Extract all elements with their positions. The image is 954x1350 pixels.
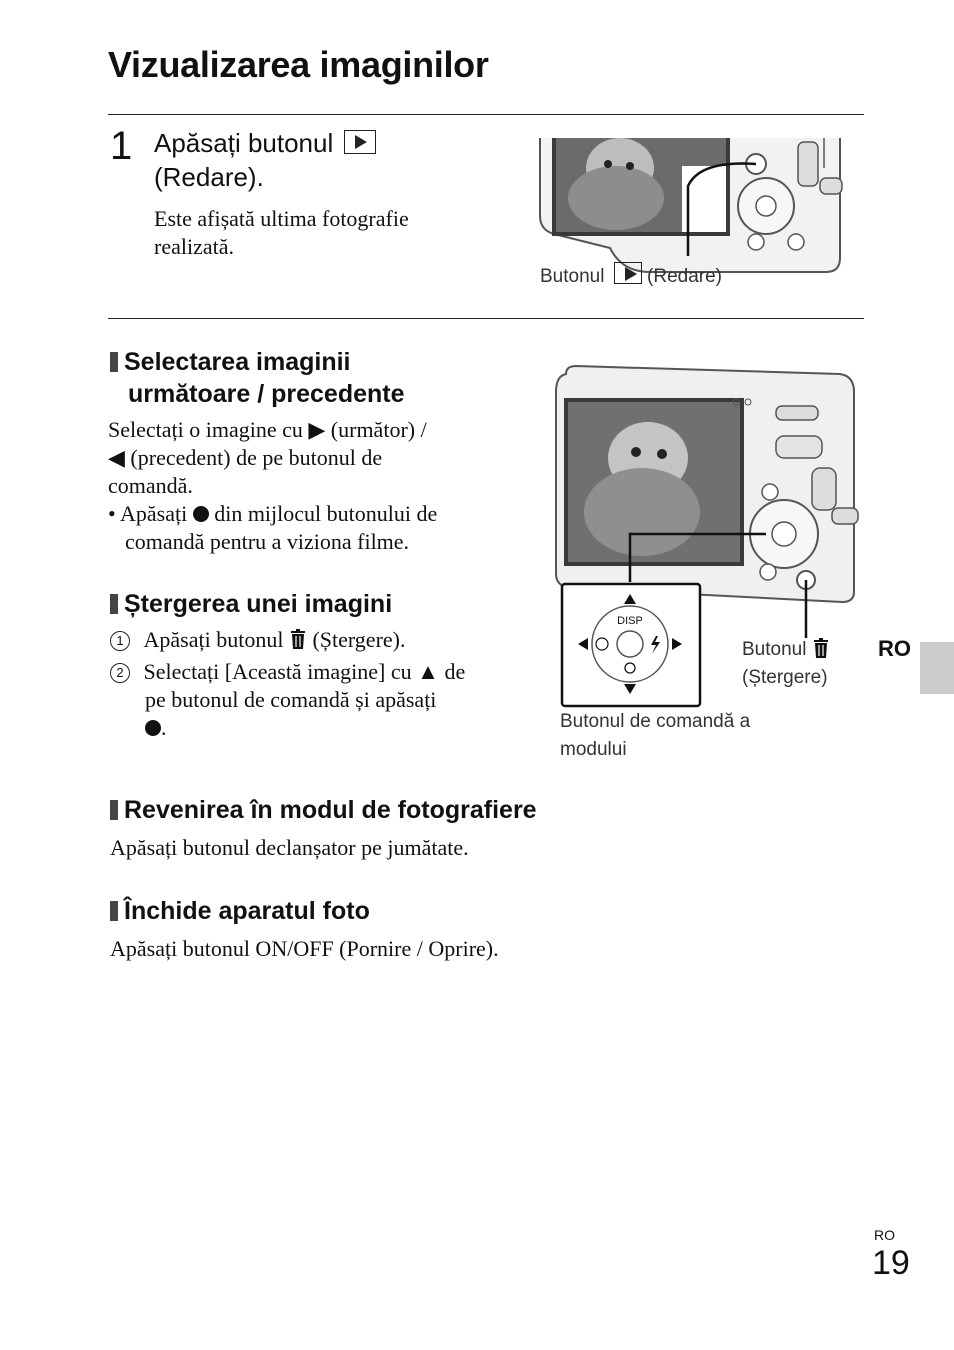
- right-arrow-icon: ▶: [308, 417, 326, 442]
- delete-item2b: de: [444, 659, 466, 684]
- language-tab-label: RO: [878, 636, 911, 661]
- return-heading: Revenirea în modul de fotografiere: [124, 796, 537, 824]
- section-marker-icon: [110, 594, 118, 614]
- section-select-body: Selectați o imagine cu ▶ (următor) / ◀ (…: [108, 416, 528, 556]
- playback-caption-left: Butonul: [540, 266, 605, 287]
- step-description: Este afișată ultima fotografie realizată…: [154, 205, 409, 261]
- step-desc-line1: Este afișată ultima fotografie: [154, 206, 409, 231]
- step-circle: 1: [110, 631, 130, 651]
- select-line1a: Selectați o imagine cu: [108, 417, 303, 442]
- select-line3: comandă.: [108, 473, 193, 498]
- select-bullet-a: • Apăsați: [108, 501, 188, 526]
- language-tab: [920, 642, 954, 694]
- divider-top: [108, 114, 864, 115]
- step-heading-text: Apăsați butonul: [154, 128, 334, 158]
- close-heading: Închide aparatul foto: [124, 897, 370, 925]
- up-arrow-icon: ▲: [417, 659, 439, 684]
- delete-item2-end: .: [161, 715, 167, 740]
- dial-up-arrow: [624, 594, 636, 604]
- section-delete-body: 1 Apăsați butonul (Ștergere). 2 Selectaț…: [110, 626, 530, 742]
- section-return-heading: Revenirea în modul de fotografiere: [110, 794, 537, 826]
- dial-right-arrow: [672, 638, 682, 650]
- section-marker-icon: [110, 901, 118, 921]
- section-select-heading: Selectarea imaginii următoare / preceden…: [110, 346, 405, 410]
- left-arrow-icon: ◀: [108, 445, 125, 470]
- delete-caption-line1: Butonul: [742, 639, 807, 660]
- playback-icon-small: [613, 262, 642, 284]
- return-text: Apăsați butonul declanșator pe jumătate.: [110, 835, 469, 860]
- close-text: Apăsați butonul ON/OFF (Pornire / Oprire…: [110, 936, 499, 961]
- select-heading-line2: următoare / precedente: [128, 380, 405, 408]
- center-button-icon: [145, 720, 161, 736]
- select-line1b: (următor) /: [330, 417, 427, 442]
- playback-caption: Butonul (Redare): [540, 262, 722, 291]
- section-marker-icon: [110, 800, 118, 820]
- trash-icon: [290, 629, 305, 649]
- playback-icon: [344, 130, 377, 154]
- control-caption-line2: modului: [560, 739, 627, 760]
- flash-icon: [651, 636, 660, 654]
- step-desc-line2: realizată.: [154, 234, 234, 259]
- select-line2: (precedent) de pe butonul de: [130, 445, 383, 470]
- delete-item2a: Selectați [Această imagine] cu: [143, 659, 412, 684]
- delete-caption-line2: (Ștergere): [742, 667, 828, 688]
- delete-item-2: 2 Selectați [Această imagine] cu ▲ de pe…: [110, 658, 530, 742]
- section-marker-icon: [110, 352, 118, 372]
- control-button-caption: Butonul de comandă a modului: [560, 708, 750, 764]
- step-number: 1: [110, 124, 133, 168]
- trash-icon: [813, 638, 828, 658]
- delete-item2-line2: pe butonul de comandă și apăsați: [145, 687, 437, 712]
- delete-item1b: (Ștergere).: [312, 627, 406, 652]
- dial-disp-label: DISP: [617, 615, 643, 627]
- select-bullet-b: din mijlocul butonului de: [214, 501, 438, 526]
- step-circle: 2: [110, 663, 130, 683]
- control-caption-line1: Butonul de comandă a: [560, 711, 751, 732]
- select-heading-line1: Selectarea imaginii: [124, 348, 351, 376]
- select-bullet-line2: comandă pentru a viziona filme.: [125, 529, 410, 554]
- page-number: 19: [872, 1244, 910, 1282]
- step-heading-text-2: (Redare).: [154, 162, 264, 192]
- camera-back-figure: [539, 138, 843, 273]
- page-title: Vizualizarea imaginilor: [108, 44, 489, 85]
- dial-down-arrow: [624, 684, 636, 694]
- delete-item-1: 1 Apăsați butonul (Ștergere).: [110, 626, 530, 654]
- camera-body-figure: DISP: [555, 364, 859, 708]
- delete-button-caption: Butonul (Ștergere): [742, 636, 830, 692]
- center-button-icon: [192, 506, 209, 522]
- playback-caption-right: (Redare): [647, 266, 722, 287]
- dial-left-arrow: [578, 638, 588, 650]
- delete-item1a: Apăsați butonul: [143, 627, 284, 652]
- section-close-heading: Închide aparatul foto: [110, 895, 370, 927]
- timer-icon: [624, 662, 636, 674]
- footer-language: RO: [874, 1227, 895, 1243]
- divider-mid: [108, 318, 864, 319]
- face-icon: [595, 637, 609, 651]
- step-heading: Apăsați butonul (Redare).: [154, 126, 377, 194]
- delete-heading: Ștergerea unei imagini: [124, 590, 393, 618]
- section-delete-heading: Ștergerea unei imagini: [110, 588, 392, 620]
